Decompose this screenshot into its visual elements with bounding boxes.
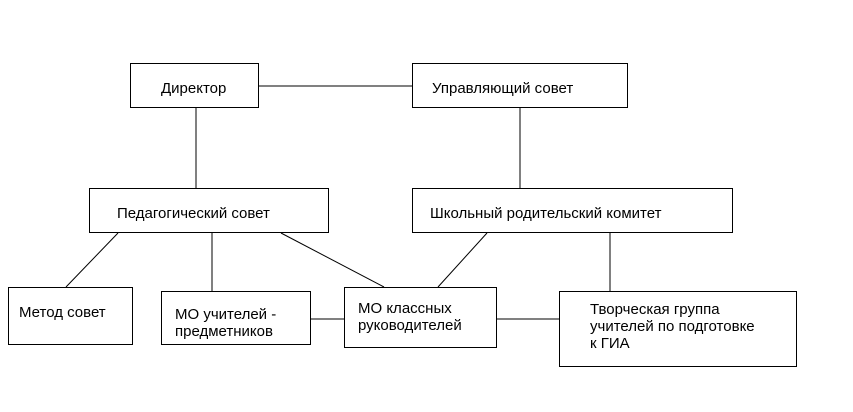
node-subject-teachers-label: МО учителей - предметников xyxy=(175,306,277,340)
node-creative-group: Творческая группа учителей по подготовке… xyxy=(559,291,797,367)
node-class-teachers: МО классных руководителей xyxy=(344,287,497,348)
edge-ped-council-method-council xyxy=(65,232,119,288)
edge-ped-council-class-teachers xyxy=(280,232,385,288)
node-method-council: Метод совет xyxy=(8,287,133,345)
node-creative-group-label: Творческая группа учителей по подготовке… xyxy=(590,301,755,352)
node-director: Директор xyxy=(130,63,259,108)
node-parent-committee-label: Школьный родительский комитет xyxy=(430,205,662,222)
node-board-label: Управляющий совет xyxy=(432,80,574,97)
node-ped-council: Педагогический совет xyxy=(89,188,329,233)
node-method-council-label: Метод совет xyxy=(19,304,106,321)
edge-parent-committee-class-teachers xyxy=(437,232,488,288)
node-parent-committee: Школьный родительский комитет xyxy=(412,188,733,233)
node-class-teachers-label: МО классных руководителей xyxy=(358,300,462,334)
node-subject-teachers: МО учителей - предметников xyxy=(161,291,311,345)
node-board: Управляющий совет xyxy=(412,63,628,108)
node-ped-council-label: Педагогический совет xyxy=(117,205,270,222)
node-director-label: Директор xyxy=(161,80,227,97)
